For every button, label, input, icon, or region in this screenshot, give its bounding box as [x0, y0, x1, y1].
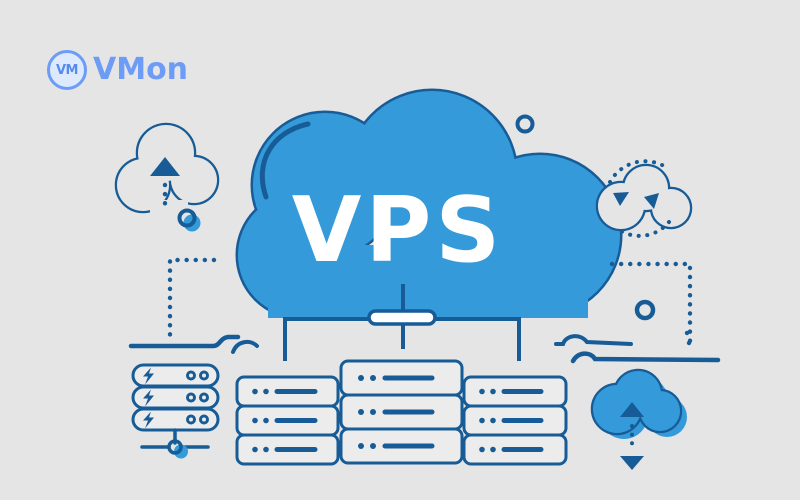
vm-logo-icon: VM	[47, 50, 87, 90]
sync-arrow-left	[613, 192, 629, 206]
server-unit	[339, 393, 464, 431]
server-unit	[131, 385, 220, 410]
wave-mark-right	[554, 334, 633, 346]
power-server-tower	[131, 363, 220, 459]
arrow-down-icon	[620, 456, 644, 470]
ring-decoration-top	[515, 114, 535, 134]
dotted-connector-left	[167, 257, 217, 344]
main-cloud	[235, 88, 623, 318]
server-unit	[235, 375, 340, 408]
server-unit	[235, 433, 340, 466]
server-unit	[462, 433, 568, 466]
ground-line-left	[128, 334, 259, 354]
lightning-bolt-icon	[143, 389, 154, 407]
brand-logo[interactable]: VM VMon	[47, 50, 188, 90]
lightning-bolt-icon	[143, 411, 154, 429]
server-rack-middle	[339, 359, 464, 465]
server-unit	[235, 404, 340, 437]
cloud-transfer-icon	[590, 368, 687, 470]
server-unit	[462, 404, 568, 437]
connector-node-pill	[367, 309, 437, 326]
brand-name: VMon	[93, 52, 189, 87]
sync-arrow-right	[644, 193, 659, 209]
dotted-connector-right	[609, 261, 693, 349]
ground-line-right	[554, 330, 721, 364]
server-unit	[131, 407, 220, 432]
cloud-highlight-arc	[259, 121, 311, 200]
server-unit	[462, 375, 568, 408]
arrow-up-icon	[620, 402, 644, 417]
ring-decoration-right	[634, 299, 656, 321]
wave-mark-left	[231, 339, 259, 354]
arrow-up-icon	[150, 157, 180, 176]
cloud-upload-icon	[114, 122, 220, 218]
cloud-sync-icon	[595, 159, 693, 238]
network-node	[140, 428, 210, 459]
donut-dot-decoration	[177, 208, 201, 232]
logo-badge-text: VM	[56, 62, 79, 78]
server-unit	[339, 359, 464, 397]
sync-dotted-arc-top	[608, 159, 666, 184]
cloud-connector	[283, 284, 521, 361]
server-unit	[339, 427, 464, 465]
server-rack-right	[462, 375, 568, 466]
server-rack-left	[235, 375, 340, 466]
sync-dotted-arc-bottom	[619, 220, 671, 238]
server-unit	[131, 363, 220, 388]
vps-label: VPS	[292, 178, 504, 283]
lightning-bolt-icon	[143, 367, 154, 385]
